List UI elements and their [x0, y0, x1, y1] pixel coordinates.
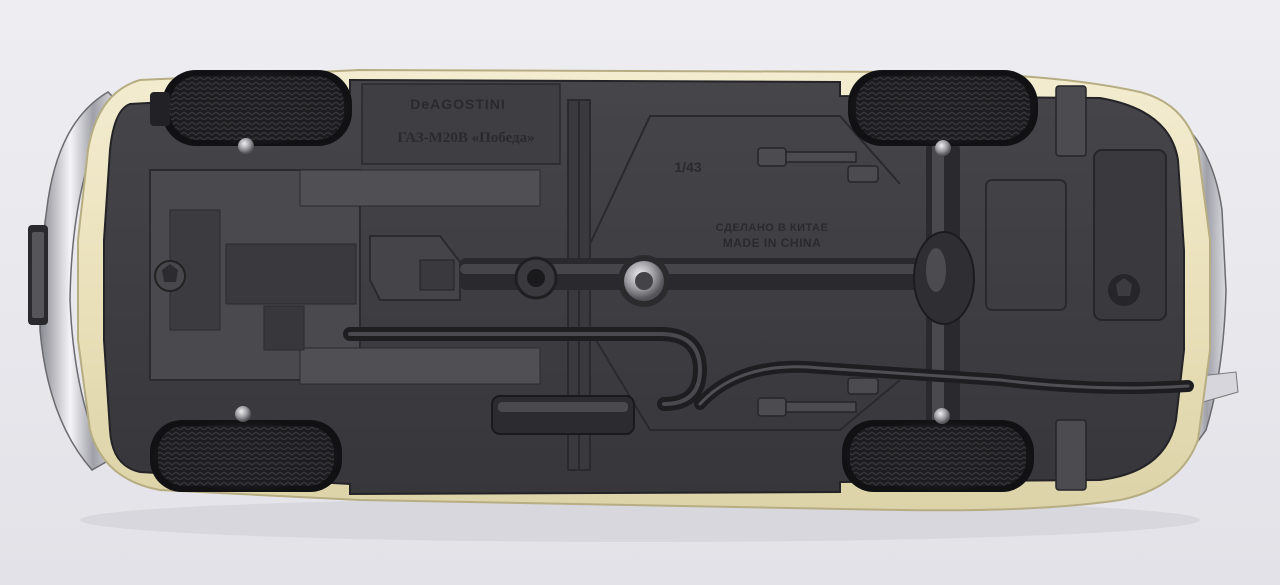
gearbox [369, 235, 461, 301]
made-in-label-russian: СДЕЛАНО В КИТАЕ [716, 222, 829, 234]
made-in-label-english: MADE IN CHINA [723, 236, 822, 250]
model-name-label: ГАЗ-М20В «Победа» [397, 130, 534, 146]
rear-left-wheel [848, 70, 1038, 156]
engine-block [149, 169, 541, 385]
front-left-wheel [150, 70, 352, 154]
front-right-wheel [150, 406, 342, 492]
driveshaft [460, 256, 940, 300]
muffler [491, 395, 635, 435]
scale-label: 1/43 [674, 159, 701, 175]
exhaust-system [343, 327, 1194, 411]
brand-label: DeAGOSTINI [410, 96, 506, 112]
spring-brackets [757, 85, 1087, 491]
rear-right-wheel [842, 408, 1034, 492]
rear-axle [913, 140, 975, 440]
brand-plaque: DeAGOSTINI ГАЗ-М20В «Победа» [361, 83, 561, 165]
rear-screw [1108, 274, 1140, 306]
front-bumper-chrome [28, 91, 117, 471]
center-screw [618, 255, 670, 307]
fuel-tank [1093, 149, 1167, 321]
